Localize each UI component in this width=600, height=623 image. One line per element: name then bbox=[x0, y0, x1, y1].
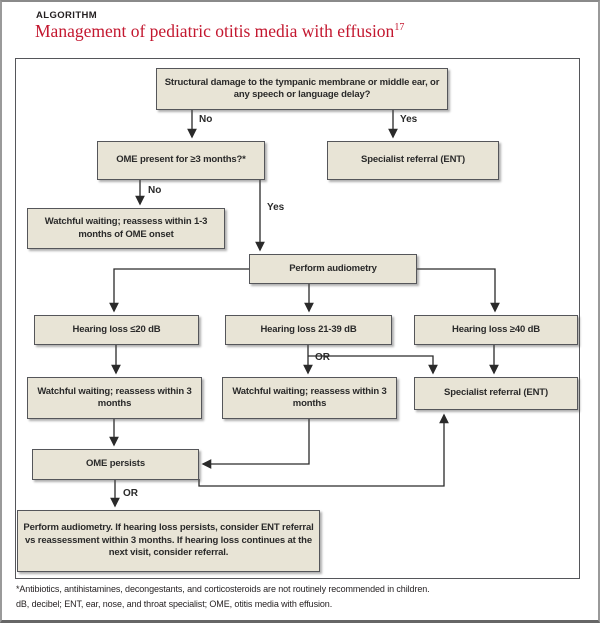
node-structural-damage: Structural damage to the tympanic membra… bbox=[156, 68, 448, 110]
figure-title-text: Management of pediatric otitis media wit… bbox=[35, 21, 395, 41]
edge-label-or-lower: OR bbox=[123, 488, 138, 499]
node-hearing-loss-mid: Hearing loss 21-39 dB bbox=[225, 315, 392, 345]
node-final-recommendation: Perform audiometry. If hearing loss pers… bbox=[17, 510, 320, 572]
node-ome-persists: OME persists bbox=[32, 449, 199, 480]
edge-label-yes-mid: Yes bbox=[267, 202, 285, 213]
node-watchful-waiting-onset: Watchful waiting; reassess within 1-3 mo… bbox=[27, 208, 225, 249]
edge-label-yes-top: Yes bbox=[400, 114, 418, 125]
edge-label-no-top: No bbox=[199, 114, 213, 125]
node-specialist-referral-right: Specialist referral (ENT) bbox=[414, 377, 578, 410]
footnote-abbreviations: dB, decibel; ENT, ear, nose, and throat … bbox=[16, 599, 333, 609]
node-watchful-waiting-left: Watchful waiting; reassess within 3 mont… bbox=[27, 377, 202, 419]
figure-kicker: ALGORITHM bbox=[36, 10, 98, 21]
edge-label-or-upper: OR bbox=[315, 352, 330, 363]
node-specialist-referral-top: Specialist referral (ENT) bbox=[327, 141, 499, 180]
node-hearing-loss-low: Hearing loss ≤20 dB bbox=[34, 315, 199, 345]
node-ome-present: OME present for ≥3 months?* bbox=[97, 141, 265, 180]
edge-label-no-mid: No bbox=[148, 185, 162, 196]
figure-title-reference: 17 bbox=[394, 22, 405, 34]
node-hearing-loss-high: Hearing loss ≥40 dB bbox=[414, 315, 578, 345]
figure-title: Management of pediatric otitis media wit… bbox=[35, 21, 404, 42]
node-perform-audiometry: Perform audiometry bbox=[249, 254, 417, 284]
footnote-asterisk: *Antibiotics, antihistamines, decongesta… bbox=[16, 584, 430, 594]
node-watchful-waiting-mid: Watchful waiting; reassess within 3 mont… bbox=[222, 377, 397, 419]
